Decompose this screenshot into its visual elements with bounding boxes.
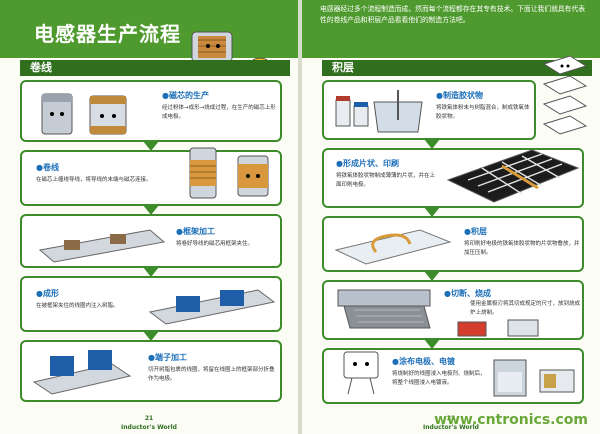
step-card: ●形成片状、印刷 将铁氧体胶状物制成薄薄的片状，并在上面印刷电极。 bbox=[322, 148, 584, 208]
section-bar: 卷线 bbox=[20, 60, 290, 76]
page-footer: Inductor's World bbox=[423, 424, 479, 431]
molding-illustration bbox=[148, 289, 276, 325]
lamination-illustration bbox=[334, 229, 452, 265]
step-card: ●端子加工 切开树脂包裹的线圈，将留在线圈上的框架部分折叠作为电极。 bbox=[20, 340, 282, 402]
step-body: 将铁氧体胶状物制成薄薄的片状，并在上面印刷电极。 bbox=[336, 173, 436, 188]
page-title: 电感器生产流程 bbox=[34, 22, 181, 46]
step-card: ●切断、烧成 使用金属极刃将其切成规定的尺寸，放到烧成炉上烧制。 bbox=[322, 280, 584, 340]
flow-arrow bbox=[424, 207, 440, 217]
step-card: ●涂布电极、电镀 将烧制好的线圈浸入电极剂、烧制后，将整个线圈浸入电镀液。 bbox=[322, 348, 584, 404]
step-card: ●磁芯的生产 经过粉体→成形→烧成过程，在生产的磁芯上形成电极。 bbox=[20, 80, 282, 142]
sheet-printing-illustration bbox=[446, 149, 580, 203]
intro-text: 电感器经过多个流程制造而成。然而每个流程都存在其专有技术。下面让我们就具有代表性… bbox=[320, 5, 586, 24]
step-body: 在磁芯上缠绕导线，将导线的末端与磁芯连接。 bbox=[36, 177, 152, 183]
step-body: 经过粉体→成形→烧成过程，在生产的磁芯上形成电极。 bbox=[162, 105, 276, 120]
step-body: 将烧制好的线圈浸入电极剂、烧制后，将整个线圈浸入电镀液。 bbox=[392, 371, 486, 386]
terminal-illustration bbox=[32, 350, 132, 395]
step-heading: ●成形 bbox=[36, 289, 59, 298]
step-heading: ●涂布电极、电镀 bbox=[392, 357, 455, 366]
mascot-illustration bbox=[343, 351, 379, 395]
step-card: ●成形 在被框架夹住的线圈内注入树脂。 bbox=[20, 276, 282, 332]
section-bar: 积层 bbox=[322, 60, 592, 76]
step-heading: ●磁芯的生产 bbox=[162, 91, 209, 100]
page-number: 22 bbox=[446, 415, 456, 422]
step-body: 将印刷好电极的铁氧体胶状物的片状物叠放，并加压压制。 bbox=[464, 241, 580, 256]
step-card: ●制造胶状物 将铁氧体粉末与树脂混合，制成铁氧体胶状物。 bbox=[322, 80, 536, 140]
step-body: 将卷好导线的磁芯用框架夹住。 bbox=[176, 241, 254, 247]
right-page: 电感器经过多个流程制造而成。然而每个流程都存在其专有技术。下面让我们就具有代表性… bbox=[302, 0, 600, 434]
kiln-illustration bbox=[457, 319, 539, 337]
paste-illustration bbox=[335, 90, 423, 133]
step-heading: ●积层 bbox=[464, 227, 487, 236]
page-footer: Inductor's World bbox=[121, 424, 177, 431]
flow-arrow bbox=[143, 205, 159, 215]
step-body: 切开树脂包裹的线圈，将留在线圈上的框架部分折叠作为电极。 bbox=[148, 367, 275, 382]
step-body: 使用金属极刃将其切成规定的尺寸，放到烧成炉上烧制。 bbox=[470, 301, 581, 316]
stacked-layers-illustration bbox=[542, 55, 588, 135]
flow-arrow bbox=[424, 271, 440, 281]
flow-arrow bbox=[143, 267, 159, 277]
winding-illustration bbox=[189, 147, 269, 199]
title-band bbox=[0, 0, 298, 58]
flow-arrow bbox=[424, 139, 440, 149]
cutting-illustration bbox=[337, 289, 431, 329]
flow-arrow bbox=[424, 339, 440, 349]
step-heading: ●制造胶状物 bbox=[436, 91, 483, 100]
step-heading: ●切断、烧成 bbox=[444, 289, 491, 298]
core-illustration bbox=[41, 93, 127, 135]
step-heading: ●形成片状、印刷 bbox=[336, 159, 399, 168]
plating-illustration bbox=[493, 359, 575, 397]
step-card: ●积层 将印刷好电极的铁氧体胶状物的片状物叠放，并加压压制。 bbox=[322, 216, 584, 272]
step-heading: ●卷线 bbox=[36, 163, 59, 172]
flow-arrow bbox=[143, 141, 159, 151]
left-page: 电感器生产流程 卷线 ●磁芯的生产 经过粉体→成形→烧成过程，在生产的磁芯上形成… bbox=[0, 0, 298, 434]
step-heading: ●框架加工 bbox=[176, 227, 215, 236]
flow-arrow bbox=[143, 331, 159, 341]
step-card: ●框架加工 将卷好导线的磁芯用框架夹住。 bbox=[20, 214, 282, 268]
step-body: 将铁氧体粉末与树脂混合，制成铁氧体胶状物。 bbox=[436, 105, 530, 120]
step-card: ●卷线 在磁芯上缠绕导线，将导线的末端与磁芯连接。 bbox=[20, 147, 282, 206]
page-number: 21 bbox=[144, 415, 154, 422]
watermark: www.cntronics.com bbox=[434, 412, 588, 428]
book-spine bbox=[298, 0, 302, 434]
frame-illustration bbox=[38, 229, 166, 263]
step-heading: ●端子加工 bbox=[148, 353, 187, 362]
intro-band bbox=[302, 0, 600, 58]
step-body: 在被框架夹住的线圈内注入树脂。 bbox=[36, 303, 119, 309]
